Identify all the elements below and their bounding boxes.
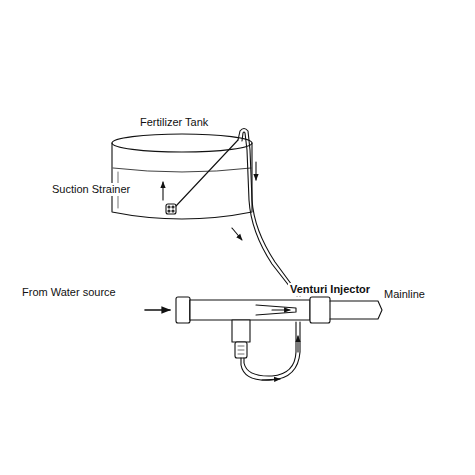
source-label: From Water source xyxy=(22,286,116,299)
injector-label: Venturi Injector xyxy=(288,283,372,296)
inflow-arrow xyxy=(145,309,170,311)
venturi-injector xyxy=(176,297,382,380)
fertilizer-tank xyxy=(112,134,252,219)
mainline-label: Mainline xyxy=(384,288,425,301)
suction-strainer xyxy=(163,140,238,214)
suction-tube xyxy=(232,129,300,297)
strainer-label: Suction Strainer xyxy=(50,183,132,196)
tank-label: Fertilizer Tank xyxy=(140,116,208,129)
